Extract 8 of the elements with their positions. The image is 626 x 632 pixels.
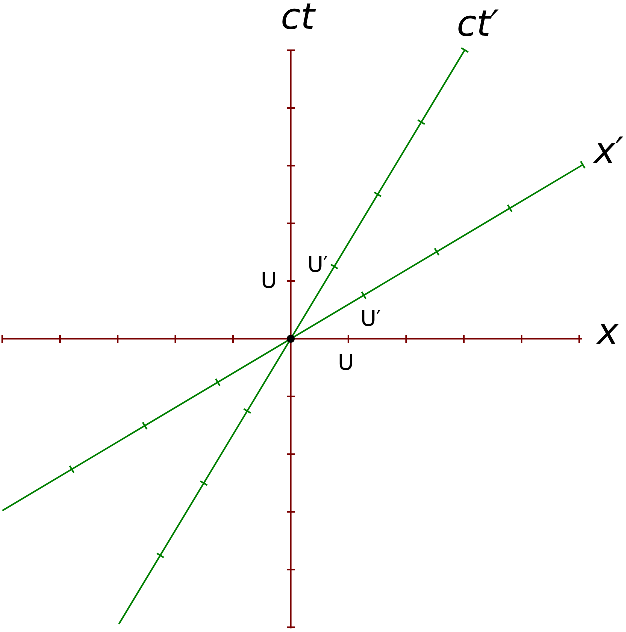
axis-label: ct [281, 0, 315, 36]
axis-label: ct′ [456, 7, 500, 43]
unit-label: U′ [360, 309, 382, 331]
unit-label: U [260, 271, 278, 293]
unit-label: U′ [307, 255, 329, 277]
axis-label: x′ [594, 134, 624, 170]
axis-label: x [597, 315, 619, 351]
unit-label: U [338, 353, 354, 375]
